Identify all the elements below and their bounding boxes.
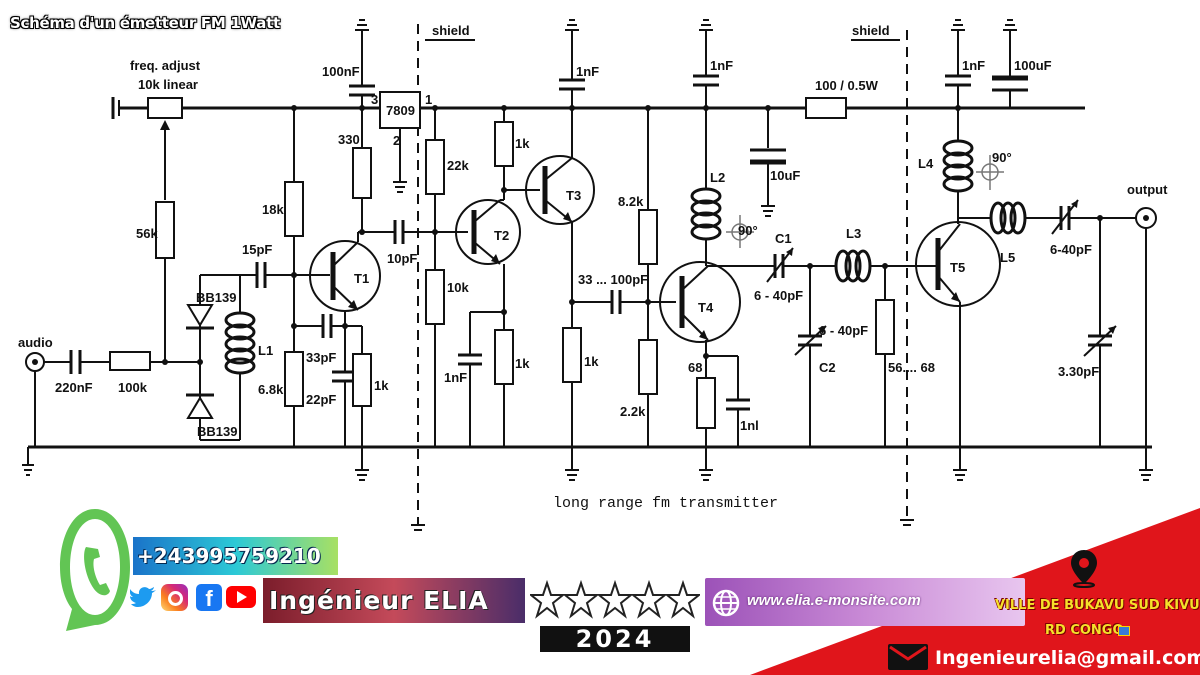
twitter-icon[interactable] [130,584,158,612]
instagram-icon[interactable] [161,584,188,611]
star-icon [630,580,668,619]
regulator-7809 [379,91,421,129]
svg-text:1k: 1k [584,354,599,369]
svg-text:1nF: 1nF [710,58,733,73]
location-pin-icon [1071,550,1097,588]
whatsapp-icon[interactable] [56,505,134,633]
svg-text:90°: 90° [738,223,758,238]
freq-adjust-label: freq. adjust [130,58,201,73]
svg-text:L5: L5 [1000,250,1015,265]
transistor-t4 [659,261,741,343]
svg-text:10k: 10k [447,280,469,295]
svg-text:1k: 1k [374,378,389,393]
svg-text:6-40pF: 6-40pF [1050,242,1092,257]
svg-text:1k: 1k [515,356,530,371]
svg-text:100k: 100k [118,380,148,395]
svg-text:1nl: 1nl [740,418,759,433]
pot-label: 10k linear [138,77,198,92]
svg-text:L1: L1 [258,343,273,358]
svg-text:7809: 7809 [386,103,415,118]
transistor-t3 [525,155,595,225]
svg-text:22pF: 22pF [306,392,336,407]
phone-number[interactable]: +243995759210 [133,537,338,575]
svg-text:100 / 0.5W: 100 / 0.5W [815,78,879,93]
svg-text:330: 330 [338,132,360,147]
svg-text:3.30pF: 3.30pF [1058,364,1099,379]
svg-text:18k: 18k [262,202,284,217]
location-line-1: VILLE DE BUKAVU SUD KIVU [995,598,1200,613]
svg-text:BB139: BB139 [197,424,237,439]
star-icon [530,580,566,619]
svg-text:56k: 56k [136,226,158,241]
email-icon[interactable] [887,643,929,671]
svg-text:T5: T5 [950,260,965,275]
svg-text:1nF: 1nF [576,64,599,79]
transistor-t2 [455,199,521,265]
svg-text:T4: T4 [698,300,714,315]
facebook-icon[interactable]: f [196,584,222,611]
star-rating[interactable] [530,580,700,624]
svg-text:2.2k: 2.2k [620,404,646,419]
svg-text:C2: C2 [819,360,836,375]
page-title: Schéma d'un émetteur FM 1Watt [10,14,280,32]
author-name: Ingénieur ELIA [263,578,525,623]
svg-text:1nF: 1nF [962,58,985,73]
svg-text:output: output [1127,182,1168,197]
svg-text:220nF: 220nF [55,380,93,395]
email-address[interactable]: Ingenieurelia@gmail.com [935,647,1200,669]
svg-text:T3: T3 [566,188,581,203]
svg-text:8.2k: 8.2k [618,194,644,209]
svg-text:L4: L4 [918,156,934,171]
svg-text:100uF: 100uF [1014,58,1052,73]
svg-text:10uF: 10uF [770,168,800,183]
star-icon [562,580,600,619]
svg-text:22k: 22k [447,158,469,173]
svg-text:BB139: BB139 [196,290,236,305]
r-56k [155,201,175,259]
svg-text:C1: C1 [775,231,792,246]
shield-right-label: shield [852,23,890,38]
svg-text:90°: 90° [992,150,1012,165]
svg-text:33pF: 33pF [306,350,336,365]
website-badge[interactable]: www.elia.e-monsite.com [705,578,1025,626]
svg-text:68: 68 [688,360,702,375]
svg-text:56.... 68: 56.... 68 [888,360,935,375]
svg-text:6.8k: 6.8k [258,382,284,397]
svg-text:L3: L3 [846,226,861,241]
globe-icon [712,589,740,617]
svg-text:T2: T2 [494,228,509,243]
pot-10k [147,97,183,119]
shield-left-label: shield [432,23,470,38]
svg-text:1: 1 [425,92,432,107]
svg-text:33 ... 100pF: 33 ... 100pF [578,272,648,287]
svg-text:1k: 1k [515,136,530,151]
flag-icon [1118,626,1130,636]
website-link[interactable]: www.elia.e-monsite.com [747,592,921,609]
location-line-2: RD CONGO [1045,623,1124,638]
svg-text:T1: T1 [354,271,369,286]
svg-text:audio: audio [18,335,53,350]
svg-text:1nF: 1nF [444,370,467,385]
star-icon [596,580,634,619]
svg-text:15pF: 15pF [242,242,272,257]
year-badge: 2024 [540,626,690,652]
star-icon [664,580,700,619]
svg-text:L2: L2 [710,170,725,185]
diagram-caption: long range fm transmitter [553,495,778,512]
svg-text:10pF: 10pF [387,251,417,266]
svg-text:2: 2 [393,133,400,148]
svg-text:6 - 40pF: 6 - 40pF [819,323,868,338]
youtube-icon[interactable] [226,586,256,608]
svg-text:3: 3 [371,92,378,107]
svg-text:6 - 40pF: 6 - 40pF [754,288,803,303]
svg-text:100nF: 100nF [322,64,360,79]
